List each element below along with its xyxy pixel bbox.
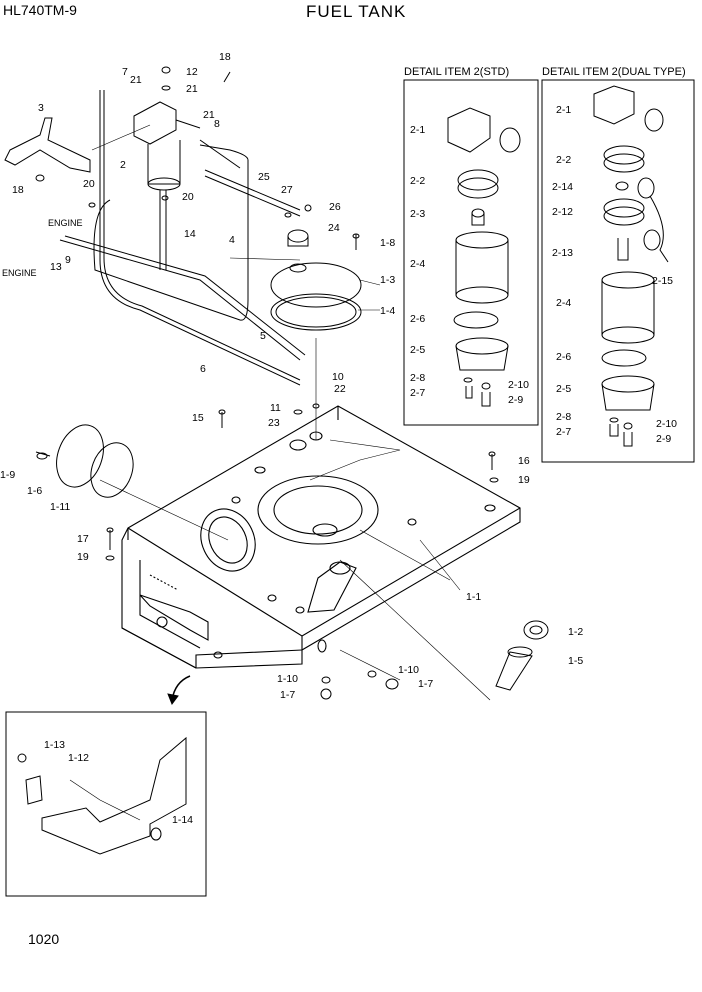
callout-1-2: 1-2	[568, 626, 584, 638]
fuel-tank-body	[121, 405, 521, 669]
fuel-hoses	[59, 90, 306, 386]
detail-std-parts	[447, 107, 521, 407]
callout-23: 23	[268, 417, 280, 429]
callout-std-2-1: 2-1	[410, 124, 426, 136]
callout-20: 20	[83, 178, 95, 190]
callout-21: 21	[203, 109, 215, 121]
page-title: FUEL TANK	[306, 2, 407, 21]
callout-1-11: 1-11	[50, 501, 71, 513]
callout-2: 2	[120, 159, 126, 171]
callout-std-2-6: 2-6	[410, 313, 426, 325]
callout-std-2-2: 2-2	[410, 175, 426, 187]
callout-17: 17	[77, 533, 89, 545]
callout-dual-2-14: 2-14	[552, 181, 574, 193]
callout-21: 21	[186, 83, 198, 95]
callout-7: 7	[122, 66, 128, 78]
callout-27: 27	[281, 184, 293, 196]
callout-1-5: 1-5	[568, 655, 584, 667]
callout-25: 25	[258, 171, 270, 183]
callout-19: 19	[77, 551, 89, 563]
callout-1-8: 1-8	[380, 237, 396, 249]
callout-1-10: 1-10	[398, 664, 420, 676]
callout-9: 9	[65, 254, 71, 266]
callout-5: 5	[260, 330, 266, 342]
callout-std-2-7: 2-7	[410, 387, 426, 399]
callout-1-4: 1-4	[380, 305, 396, 317]
callout-18: 18	[219, 51, 231, 63]
callout-dual-2-2: 2-2	[556, 154, 572, 166]
callout-1-3: 1-3	[380, 274, 396, 286]
callout-3: 3	[38, 102, 44, 114]
callout-8: 8	[214, 118, 220, 130]
callout-18: 18	[12, 184, 24, 196]
callout-dual-2-10: 2-10	[656, 418, 678, 430]
callout-1-9: 1-9	[0, 469, 16, 481]
callout-dual-2-5: 2-5	[556, 383, 572, 395]
bracket	[4, 117, 91, 173]
callout-dual-2-7: 2-7	[556, 426, 572, 438]
detail-std-title: DETAIL ITEM 2(STD)	[404, 66, 510, 78]
detail-dual-title: DETAIL ITEM 2(DUAL TYPE)	[542, 66, 686, 78]
inset-box	[5, 711, 207, 897]
callout-dual-2-8: 2-8	[556, 411, 572, 423]
bolts	[35, 66, 499, 700]
callout-10: 10	[332, 371, 344, 383]
detail-dual-box	[541, 79, 695, 463]
page-number: 1020	[28, 931, 60, 947]
callout-std-2-4: 2-4	[410, 258, 426, 270]
callout-1-14: 1-14	[172, 814, 194, 826]
callout-dual-2-15: 2-15	[652, 275, 674, 287]
callout-dual-2-13: 2-13	[552, 247, 574, 259]
callout-std-2-9: 2-9	[508, 394, 524, 406]
sender-flange	[270, 229, 362, 331]
callout-dual-2-6: 2-6	[556, 351, 572, 363]
callout-1-7: 1-7	[280, 689, 296, 701]
callout-std-2-5: 2-5	[410, 344, 426, 356]
callout-std-2-10: 2-10	[508, 379, 530, 391]
callout-16: 16	[518, 455, 530, 467]
arrow-head-icon	[167, 693, 179, 706]
callout-dual-2-12: 2-12	[552, 206, 574, 218]
callout-1-12: 1-12	[68, 752, 90, 764]
model-name: HL740TM-9	[3, 2, 77, 18]
callout-dual-2-1: 2-1	[556, 104, 572, 116]
callout-dual-2-4: 2-4	[556, 297, 572, 309]
callout-4: 4	[229, 234, 235, 246]
callout-1-1: 1-1	[466, 591, 482, 603]
callout-std-2-3: 2-3	[410, 208, 426, 220]
callout-dual-2-9: 2-9	[656, 433, 672, 445]
engine-label: ENGINE	[48, 218, 83, 228]
leader-lines	[69, 124, 491, 821]
callout-22: 22	[334, 383, 346, 395]
fuel-filter-assembly	[133, 101, 241, 270]
callout-1-13: 1-13	[44, 739, 66, 751]
callout-1-6: 1-6	[27, 485, 43, 497]
callout-14: 14	[184, 228, 196, 240]
callout-24: 24	[328, 222, 340, 234]
callout-15: 15	[192, 412, 204, 424]
inset-shield	[17, 736, 187, 855]
callout-std-2-8: 2-8	[410, 372, 426, 384]
callout-20: 20	[182, 191, 194, 203]
callout-19: 19	[518, 474, 530, 486]
callout-6: 6	[200, 363, 206, 375]
callout-21: 21	[130, 74, 142, 86]
callout-11: 11	[270, 402, 281, 414]
callout-13: 13	[50, 261, 62, 273]
callout-26: 26	[329, 201, 341, 213]
engine-label: ENGINE	[2, 268, 37, 278]
detail-dual-parts	[593, 85, 669, 447]
callout-12: 12	[186, 66, 198, 78]
cover-plate	[35, 424, 134, 498]
detail-std-box	[403, 79, 539, 426]
callout-1-7: 1-7	[418, 678, 434, 690]
filler-cap	[495, 620, 549, 691]
callout-1-10: 1-10	[277, 673, 299, 685]
